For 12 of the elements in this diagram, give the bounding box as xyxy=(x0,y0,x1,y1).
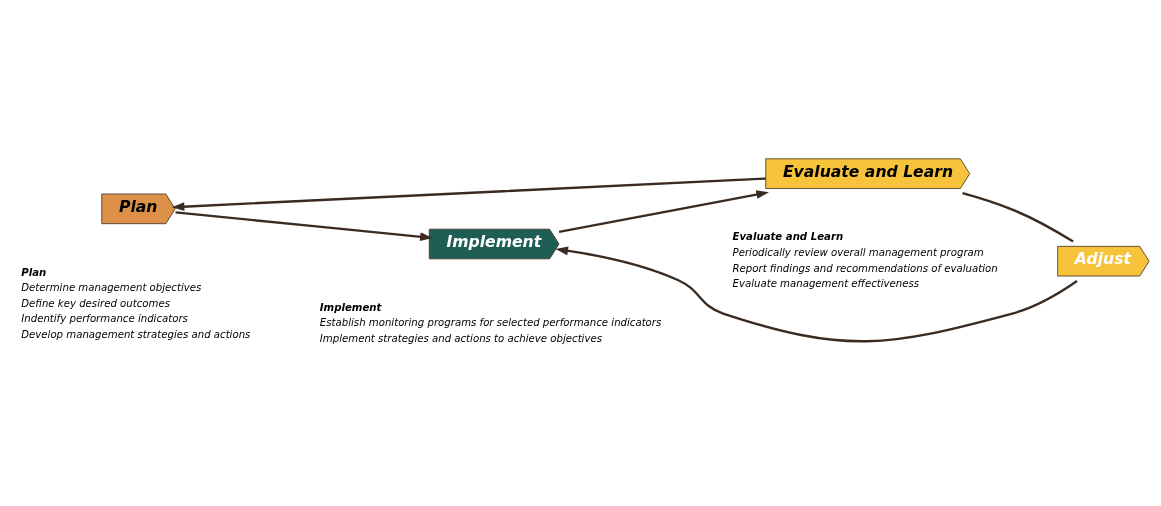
node-label: Evaluate management effectiveness xyxy=(732,278,920,290)
node-label: Plan xyxy=(21,266,47,278)
node-label: Periodically review overall management program xyxy=(732,247,984,259)
node-label: Indentify performance indicators xyxy=(21,313,188,325)
node-label: Implement strategies and actions to achieve objectives xyxy=(319,333,602,345)
node-label: Report findings and recommendations of evaluation xyxy=(732,262,998,274)
node-label: Determine management objectives xyxy=(21,282,202,294)
node-label: Evaluate and Learn xyxy=(732,231,844,243)
node-label: Implement xyxy=(319,301,382,313)
node-label: Develop management strategies and actions xyxy=(21,329,251,341)
node-label: Define key desired outcomes xyxy=(21,297,170,309)
node-label: Establish monitoring programs for selected performance indicators xyxy=(319,317,662,329)
